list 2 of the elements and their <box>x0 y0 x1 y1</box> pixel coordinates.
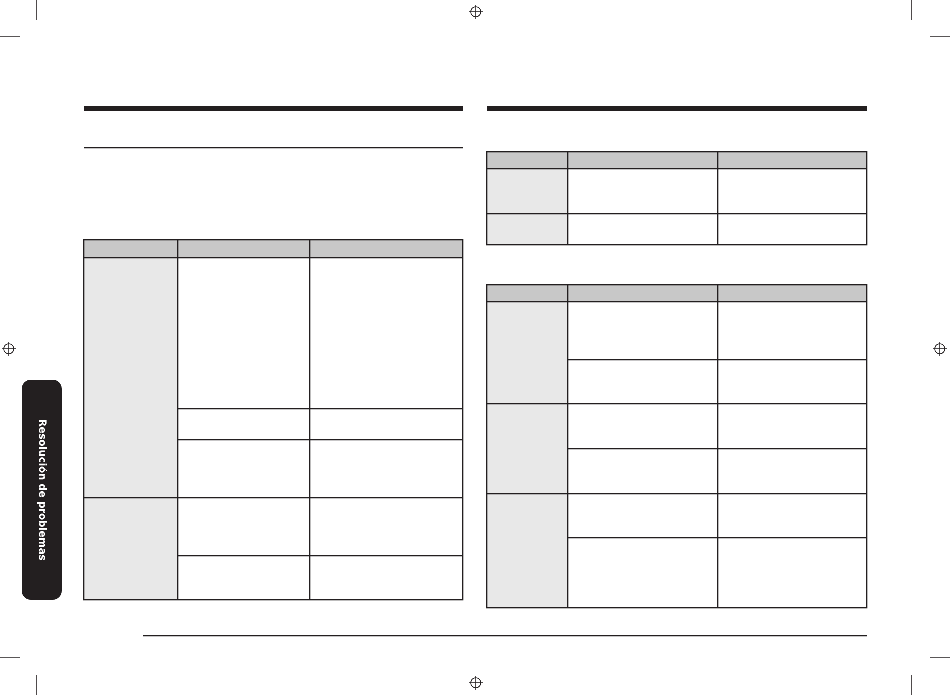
section-title: Resolución de problemas <box>36 419 48 561</box>
section-tab <box>22 380 62 600</box>
